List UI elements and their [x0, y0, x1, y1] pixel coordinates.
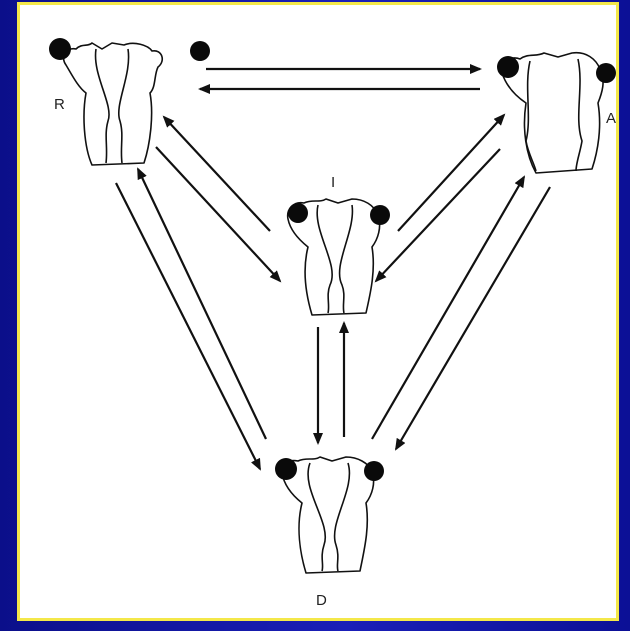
state-label-I: I	[331, 174, 335, 191]
arrow-R-to-D	[116, 183, 260, 469]
receptor-A	[497, 53, 616, 173]
arrow-D-to-A	[372, 177, 524, 439]
receptor-R	[49, 38, 210, 165]
ligand-dot	[370, 205, 390, 225]
receptor-I	[288, 199, 390, 315]
ligand-dot	[49, 38, 71, 60]
ligand-dot	[596, 63, 616, 83]
ligand-dot	[288, 203, 308, 223]
arrow-R-to-I	[156, 147, 280, 281]
receptor-D	[275, 457, 384, 573]
receptor-state-diagram: R A I D	[20, 5, 616, 618]
ligand-dot	[275, 458, 297, 480]
arrow-I-to-A	[398, 115, 504, 231]
arrow-D-to-R	[138, 169, 266, 439]
diagram-frame: R A I D	[17, 2, 619, 621]
state-label-D: D	[316, 592, 327, 609]
ligand-dot	[497, 56, 519, 78]
state-label-R: R	[54, 96, 65, 113]
state-label-A: A	[606, 110, 616, 127]
ligand-dot	[364, 461, 384, 481]
ligand-dot	[190, 41, 210, 61]
arrow-A-to-D	[396, 187, 550, 449]
arrow-A-to-I	[376, 149, 500, 281]
